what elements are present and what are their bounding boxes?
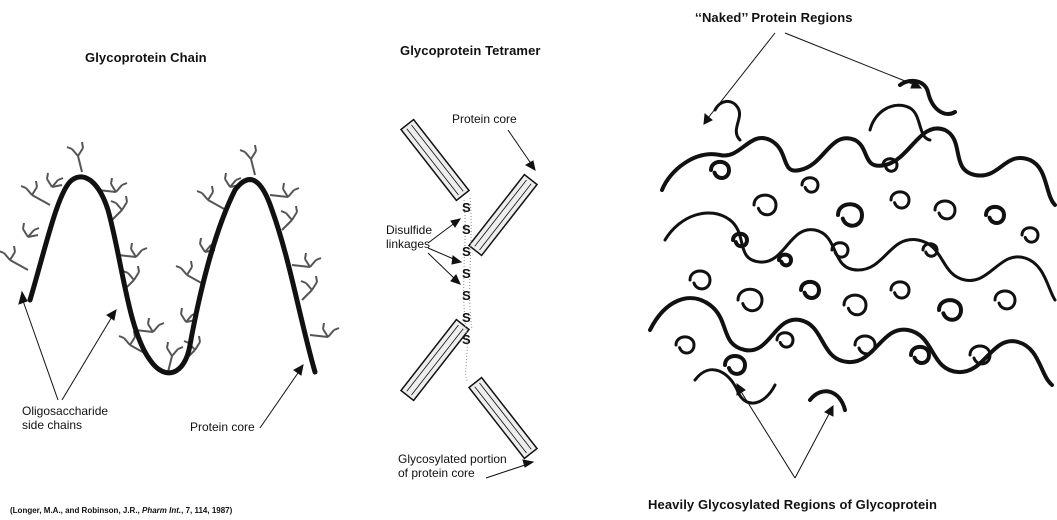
rod-bottom-left: [401, 320, 469, 401]
tetramer-title: Glycoprotein Tetramer: [400, 43, 541, 58]
coil-loop: [779, 255, 791, 266]
glycoprotein-chain-diagram: [0, 0, 360, 520]
oligosaccharide-branch: [240, 145, 256, 175]
oligosaccharide-branch: [135, 318, 164, 332]
oligosaccharide-branch: [47, 173, 63, 187]
citation-prefix: (Longer, M.A., and Robinson, J.R.,: [10, 506, 142, 515]
sulfur-atom: S: [462, 266, 471, 281]
aggregate-arrows: [704, 33, 921, 478]
coil-loop: [891, 282, 909, 298]
oligosaccharide-branch: [98, 178, 127, 192]
coil-loop: [676, 337, 694, 353]
oligosaccharide-label: Oligosaccharide side chains: [22, 404, 108, 432]
coil-loop: [935, 201, 955, 219]
oligosaccharide-branch: [176, 261, 205, 285]
coil-loop: [738, 289, 762, 310]
sulfur-atom: S: [462, 288, 471, 303]
oligosaccharide-branch: [118, 243, 147, 257]
oligosaccharide-branch: [67, 142, 83, 172]
glycosylated-label-line2: of protein core: [398, 466, 507, 480]
sulfur-atom: S: [462, 200, 471, 215]
coil-loop: [1022, 228, 1038, 242]
glycosylated-label-line1: Glycosylated portion: [398, 452, 507, 466]
arrow-oligo-1: [22, 298, 58, 400]
arrow-oligo-2-head: [107, 310, 116, 320]
chain-title: Glycoprotein Chain: [85, 50, 207, 65]
oligosaccharide-label-line2: side chains: [22, 418, 108, 432]
sulfur-atom: S: [462, 310, 471, 325]
oligosaccharide-branch: [281, 206, 297, 230]
rod-top-left: [401, 120, 469, 201]
coil-loop: [939, 300, 961, 320]
citation-journal: Pharm Int.: [142, 506, 181, 515]
coil-loop: [911, 347, 929, 363]
oligosaccharide-branch: [197, 186, 226, 210]
oligosaccharide-branch: [301, 276, 317, 300]
coil-loop: [855, 336, 875, 354]
disulfide-label: Disulfide linkages: [386, 223, 432, 251]
chain-protein-core-label: Protein core: [190, 420, 255, 434]
citation: (Longer, M.A., and Robinson, J.R., Pharm…: [10, 506, 232, 515]
arrow-naked-1-head: [704, 114, 712, 124]
rod-top-right: [469, 175, 537, 256]
coil-loop: [986, 207, 1004, 223]
coil-loop: [754, 195, 776, 215]
sulfur-atom: S: [462, 244, 471, 259]
oligosaccharide-branch: [310, 323, 339, 337]
tetramer-protein-core-label: Protein core: [452, 112, 517, 126]
coil-loop: [802, 178, 818, 192]
oligosaccharide-label-line1: Oligosaccharide: [22, 404, 108, 418]
arrow-glyco-1: [740, 390, 795, 478]
oligosaccharide-branch: [270, 183, 299, 197]
oligosaccharide-branch: [21, 181, 50, 205]
coil-loop: [777, 333, 793, 347]
arrow-glyco-2: [795, 412, 830, 478]
arrow-core: [508, 130, 532, 165]
protein-core-chain: [30, 177, 315, 373]
arrow-core-head: [526, 161, 535, 170]
arrow-disulfide-1: [428, 222, 456, 243]
coil-loop: [838, 204, 862, 225]
arrow-oligo-2: [62, 315, 113, 400]
arrow-glyco-2-head: [825, 406, 833, 416]
arrow-naked-1: [708, 33, 775, 118]
arrow-disulfide-2: [428, 248, 456, 260]
arrow-disulfide-3: [428, 253, 456, 280]
arrow-disulfide-1-head: [451, 219, 460, 227]
naked-protein-regions-title: ‘‘Naked’’ Protein Regions: [695, 10, 853, 25]
glycoprotein-chain-panel: Glycoprotein Chain Oligosaccharide side …: [0, 0, 360, 520]
arrow-protein-core: [260, 370, 300, 428]
protein-coil-network: [650, 81, 1055, 410]
arrow-naked-2: [785, 33, 915, 85]
coil-loop: [711, 162, 729, 178]
arrow-glycosylated-head: [523, 460, 533, 467]
oligosaccharide-branch: [23, 223, 39, 237]
glycosylated-regions-title: Heavily Glycosylated Regions of Glycopro…: [648, 497, 937, 512]
oligosaccharide-branch: [0, 246, 28, 270]
coil-loop: [801, 282, 819, 298]
coil-loop: [891, 192, 909, 208]
glycoprotein-aggregate-panel: ‘‘Naked’’ Protein Regions Heavily Glycos…: [600, 0, 1057, 520]
sulfur-atom: S: [462, 222, 471, 237]
coil-loop: [690, 271, 710, 289]
disulfide-label-line2: linkages: [386, 237, 432, 251]
arrow-disulfide-2-head: [452, 256, 461, 264]
disulfide-label-line1: Disulfide: [386, 223, 432, 237]
coil-loop: [844, 295, 866, 315]
coil-loop: [995, 291, 1015, 309]
citation-suffix: , 7, 114, 1987): [181, 506, 232, 515]
oligosaccharide-branch: [292, 253, 321, 267]
arrow-glyco-1-head: [737, 384, 745, 395]
glycosylated-label: Glycosylated portion of protein core: [398, 452, 507, 480]
sulfur-atom: S: [462, 332, 471, 347]
rod-bottom-right: [469, 378, 537, 459]
glycoprotein-network-diagram: [600, 0, 1057, 520]
coil-loop: [725, 356, 745, 374]
arrow-oligo-1-head: [19, 292, 27, 304]
oligosaccharide-branch: [111, 196, 127, 220]
arrow-protein-core-head: [294, 365, 303, 375]
